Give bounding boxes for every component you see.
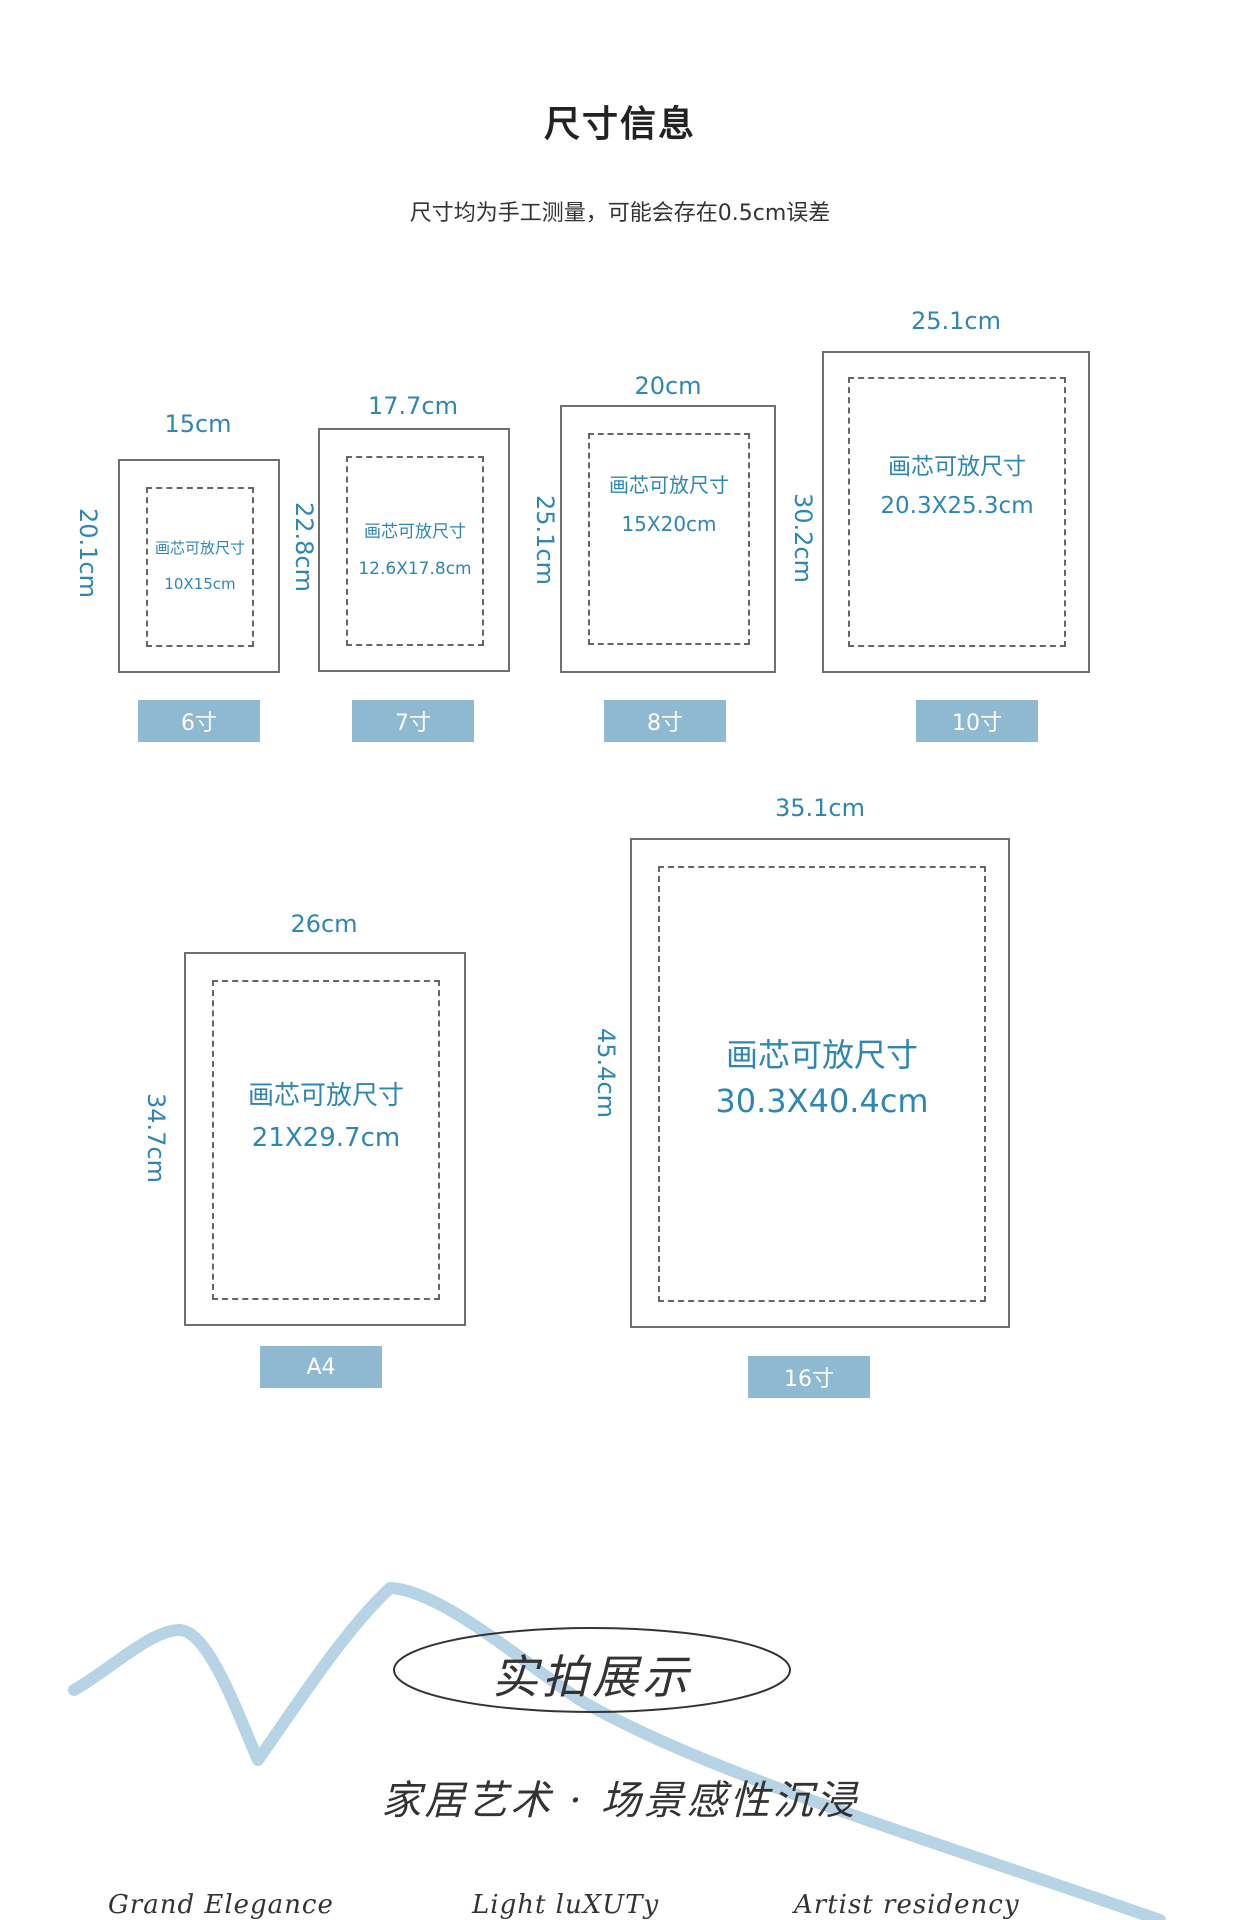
frame-7-inner: 画芯可放尺寸 12.6X17.8cm xyxy=(346,456,484,646)
showcase-title: 实拍展示 xyxy=(492,1650,692,1704)
frame-10-inner-size: 20.3X25.3cm xyxy=(880,493,1034,520)
frame-a4-outer: 画芯可放尺寸 21X29.7cm xyxy=(184,952,466,1326)
decorative-wave xyxy=(68,1582,1166,1920)
keyword-artist-residency: Artist residency xyxy=(794,1890,1020,1920)
frame-16-inner: 画芯可放尺寸 30.3X40.4cm xyxy=(658,866,986,1302)
frame-a4-height-label: 34.7cm xyxy=(142,1092,170,1184)
frame-7-inner-label: 画芯可放尺寸 xyxy=(364,522,466,543)
frame-6-inner: 画芯可放尺寸 10X15cm xyxy=(146,487,254,647)
showcase-subtitle: 家居艺术 · 场景感性沉浸 xyxy=(381,1778,859,1824)
frame-10-height-label: 30.2cm xyxy=(789,492,817,584)
frame-8-outer: 画芯可放尺寸 15X20cm xyxy=(560,405,776,673)
frame-10-inner: 画芯可放尺寸 20.3X25.3cm xyxy=(848,377,1066,647)
frame-8-width-label: 20cm xyxy=(634,372,702,400)
frame-16-width-label: 35.1cm xyxy=(774,794,865,822)
frame-a4-width-label: 26cm xyxy=(290,910,358,938)
frame-8-size-tag: 8寸 xyxy=(604,700,726,742)
keyword-grand-elegance: Grand Elegance xyxy=(108,1890,334,1920)
frame-8-height-label: 25.1cm xyxy=(531,494,559,586)
frame-a4-inner-label: 画芯可放尺寸 xyxy=(247,1081,404,1111)
keyword-light-luxury: Light luXUTy xyxy=(472,1890,660,1920)
frame-10-inner-label: 画芯可放尺寸 xyxy=(888,454,1026,480)
frame-a4-size-tag: A4 xyxy=(260,1346,382,1388)
frame-16-inner-size: 30.3X40.4cm xyxy=(715,1082,929,1121)
frame-8-inner: 画芯可放尺寸 15X20cm xyxy=(588,433,750,645)
frame-7-inner-size: 12.6X17.8cm xyxy=(358,559,472,579)
frame-7-size-tag: 7寸 xyxy=(352,700,474,742)
frame-16-size-tag: 16寸 xyxy=(748,1356,870,1398)
frame-10-outer: 画芯可放尺寸 20.3X25.3cm xyxy=(822,351,1090,673)
frame-16-height-label: 45.4cm xyxy=(592,1027,620,1119)
frame-10-width-label: 25.1cm xyxy=(910,307,1001,335)
frame-8-inner-label: 画芯可放尺寸 xyxy=(609,473,729,497)
frame-6-size-tag: 6寸 xyxy=(138,700,260,742)
frame-6-outer: 画芯可放尺寸 10X15cm xyxy=(118,459,280,673)
frame-6-inner-label: 画芯可放尺寸 xyxy=(154,539,245,558)
frame-7-height-label: 22.8cm xyxy=(290,501,318,593)
frame-8-inner-size: 15X20cm xyxy=(621,512,717,536)
frame-10-size-tag: 10寸 xyxy=(916,700,1038,742)
page-title: 尺寸信息 xyxy=(543,104,696,145)
frame-6-inner-size: 10X15cm xyxy=(164,575,236,593)
page-subtitle: 尺寸均为手工测量，可能会存在0.5cm误差 xyxy=(409,201,831,226)
frame-6-width-label: 15cm xyxy=(164,410,232,438)
frame-a4-inner-size: 21X29.7cm xyxy=(251,1122,401,1153)
frame-16-inner-label: 画芯可放尺寸 xyxy=(725,1036,918,1074)
frame-16-outer: 画芯可放尺寸 30.3X40.4cm xyxy=(630,838,1010,1328)
frame-a4-inner: 画芯可放尺寸 21X29.7cm xyxy=(212,980,440,1300)
frame-7-outer: 画芯可放尺寸 12.6X17.8cm xyxy=(318,428,510,672)
frame-6-height-label: 20.1cm xyxy=(74,507,102,599)
title-ellipse xyxy=(393,1627,791,1713)
frame-7-width-label: 17.7cm xyxy=(367,392,458,420)
